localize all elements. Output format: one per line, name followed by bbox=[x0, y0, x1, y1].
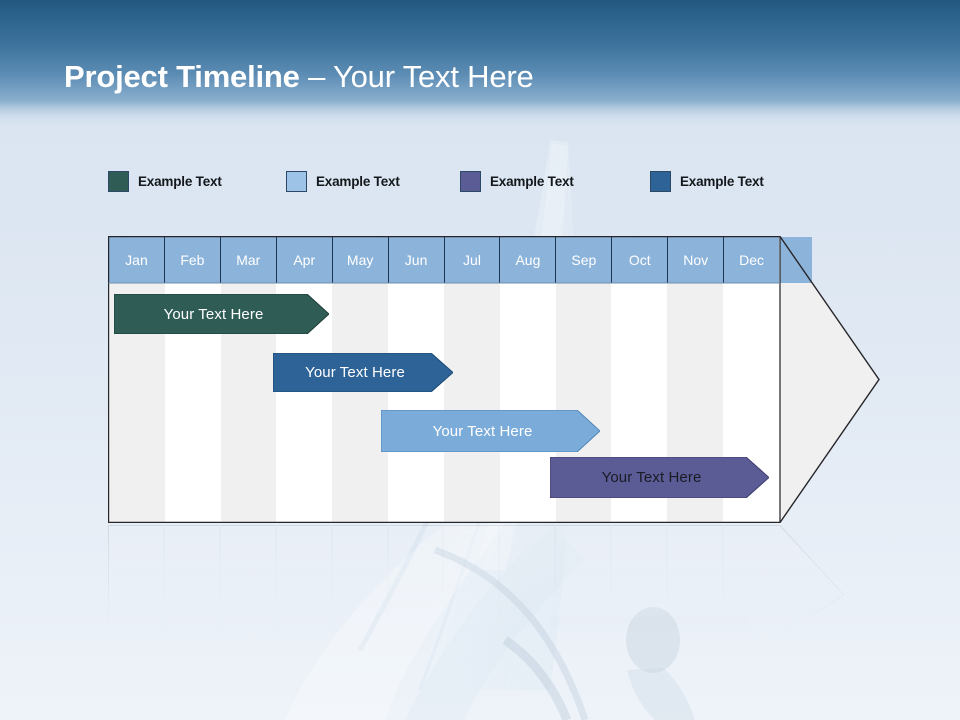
page-title: Project Timeline – Your Text Here bbox=[64, 57, 534, 97]
legend-label-3: Example Text bbox=[490, 174, 574, 189]
page-title-separator: – bbox=[299, 59, 334, 94]
task-label-4: Your Text Here bbox=[601, 469, 702, 486]
month-cell-apr[interactable]: Apr bbox=[276, 237, 333, 283]
legend-label-4: Example Text bbox=[680, 174, 764, 189]
legend-swatch-icon-1 bbox=[108, 171, 129, 192]
page-title-light: Your Text Here bbox=[333, 59, 534, 94]
timeline-reflection bbox=[108, 525, 880, 635]
timeline-grid: Jan Feb Mar Apr May Jun Jul Aug Sep Oct … bbox=[108, 236, 880, 523]
task-label-3: Your Text Here bbox=[432, 422, 533, 440]
title-band bbox=[0, 0, 960, 128]
task-bar-1[interactable]: Your Text Here bbox=[114, 294, 329, 334]
month-cell-dec[interactable]: Dec bbox=[724, 237, 780, 283]
task-label-2: Your Text Here bbox=[305, 364, 405, 381]
month-cell-oct[interactable]: Oct bbox=[612, 237, 669, 283]
legend-swatch-icon-4 bbox=[650, 171, 671, 192]
month-cell-aug[interactable]: Aug bbox=[500, 237, 557, 283]
month-cell-nov[interactable]: Nov bbox=[668, 237, 725, 283]
month-cell-may[interactable]: May bbox=[332, 237, 389, 283]
month-cell-mar[interactable]: Mar bbox=[220, 237, 277, 283]
legend-item-2[interactable]: Example Text bbox=[286, 171, 400, 192]
legend-item-4[interactable]: Example Text bbox=[650, 171, 764, 192]
legend: Example Text Example Text Example Text E… bbox=[0, 168, 960, 198]
legend-label-1: Example Text bbox=[138, 174, 222, 189]
legend-swatch-icon-2 bbox=[286, 171, 307, 192]
page-title-bold: Project Timeline bbox=[64, 59, 300, 94]
task-bar-4[interactable]: Your Text Here bbox=[550, 457, 769, 498]
legend-item-3[interactable]: Example Text bbox=[460, 171, 574, 192]
month-cell-sep[interactable]: Sep bbox=[556, 237, 613, 283]
month-cell-jul[interactable]: Jul bbox=[444, 237, 501, 283]
month-cell-feb[interactable]: Feb bbox=[164, 237, 221, 283]
legend-label-2: Example Text bbox=[316, 174, 400, 189]
windsurfer-photo-watermark bbox=[285, 524, 695, 720]
month-header-row: Jan Feb Mar Apr May Jun Jul Aug Sep Oct … bbox=[109, 237, 780, 283]
task-label-1: Your Text Here bbox=[163, 305, 264, 323]
task-bar-2[interactable]: Your Text Here bbox=[273, 353, 453, 392]
legend-swatch-icon-3 bbox=[460, 171, 481, 192]
month-cell-jun[interactable]: Jun bbox=[388, 237, 445, 283]
legend-item-1[interactable]: Example Text bbox=[108, 171, 222, 192]
task-bar-3[interactable]: Your Text Here bbox=[381, 410, 600, 452]
month-cell-jan[interactable]: Jan bbox=[109, 237, 165, 283]
